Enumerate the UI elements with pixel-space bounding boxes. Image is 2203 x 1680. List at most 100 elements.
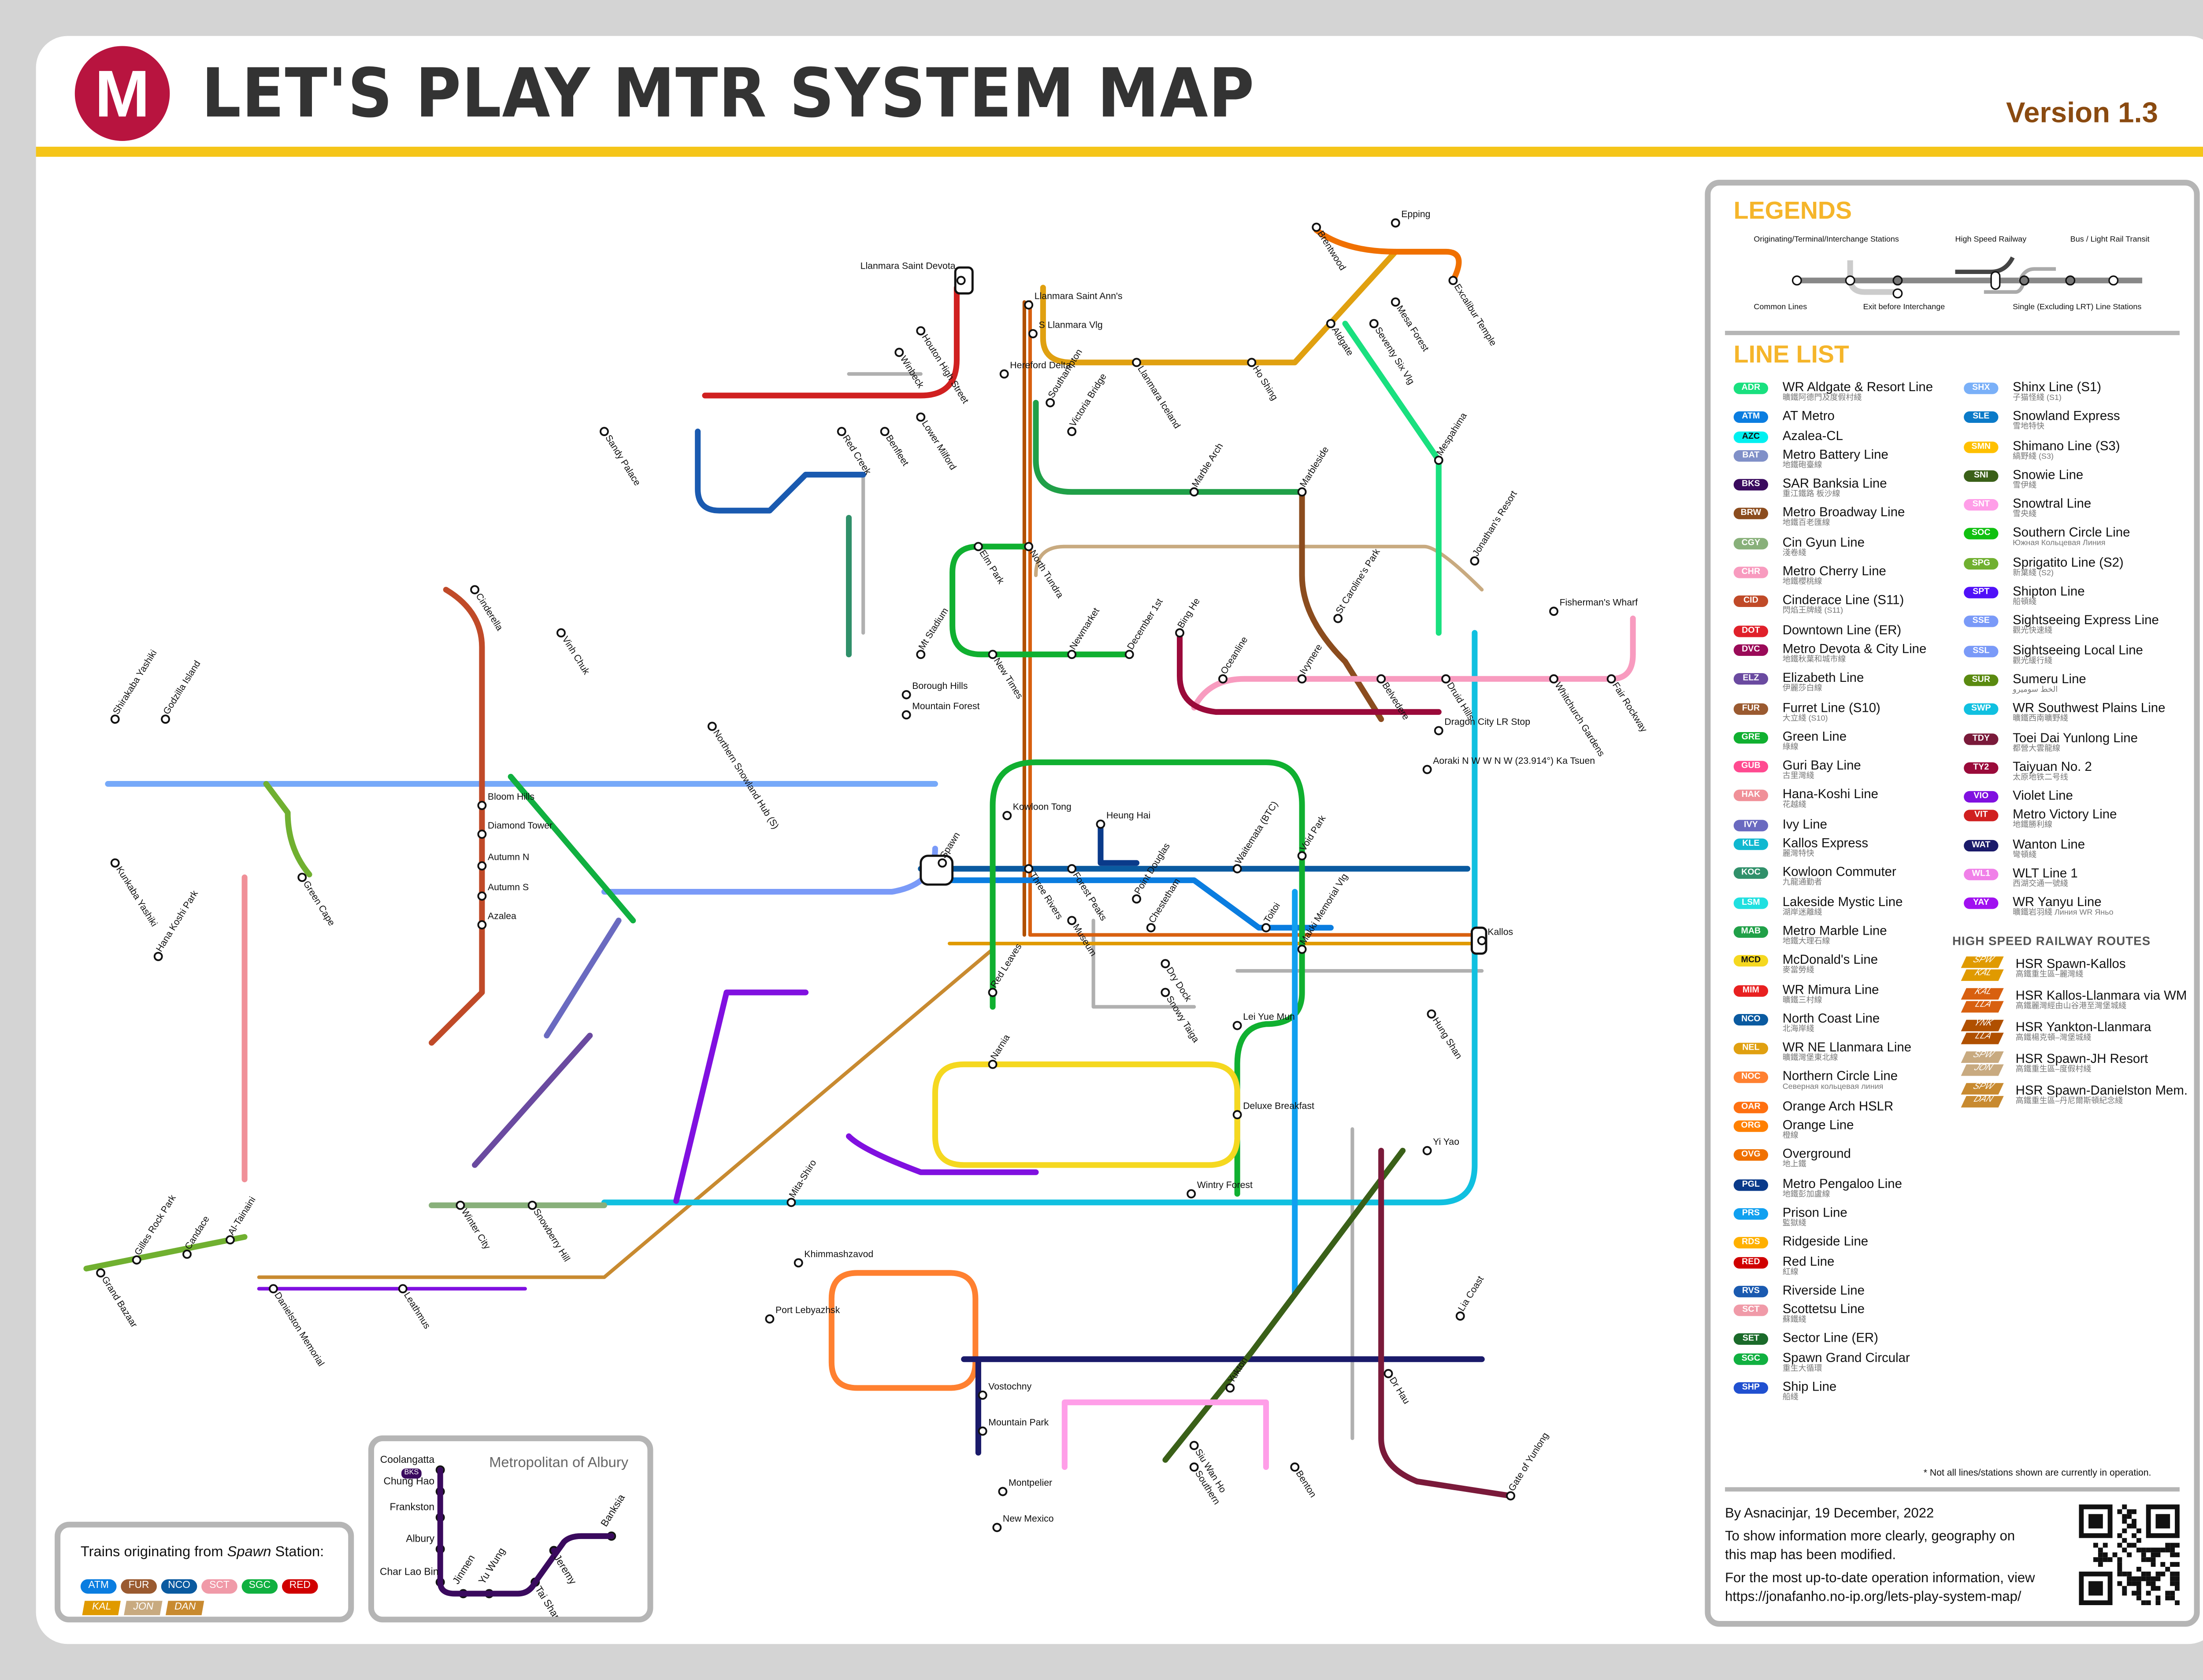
- hsr-pill[interactable]: JON: [124, 1601, 163, 1615]
- station-label[interactable]: Aoraki N W W N W (23.914°) Ka Tsuen: [1433, 756, 1595, 767]
- station-marker[interactable]: [1175, 628, 1184, 638]
- station-marker[interactable]: [1161, 988, 1170, 997]
- station-marker[interactable]: [1391, 218, 1400, 228]
- station-label[interactable]: Dragon City LR Stop: [1444, 718, 1531, 728]
- station-label[interactable]: Llanmara Saint Devota: [860, 262, 956, 272]
- station-marker[interactable]: [1333, 614, 1343, 623]
- station-marker[interactable]: [527, 1200, 537, 1210]
- qr-code[interactable]: [2079, 1504, 2180, 1606]
- station-marker[interactable]: [1232, 1021, 1242, 1030]
- station-marker[interactable]: [1427, 1009, 1436, 1019]
- station-marker[interactable]: [1187, 1189, 1196, 1199]
- station-marker[interactable]: [1549, 607, 1558, 616]
- station-marker[interactable]: [1261, 923, 1271, 933]
- station-marker[interactable]: [956, 276, 966, 285]
- station-label[interactable]: Heung Hai: [1106, 811, 1151, 821]
- station-label[interactable]: Epping: [1401, 210, 1431, 220]
- station-marker[interactable]: [794, 1258, 803, 1268]
- station-label[interactable]: Autumn N: [487, 853, 530, 863]
- station-label[interactable]: Llanmara Saint Ann's: [1034, 292, 1123, 302]
- station-marker[interactable]: [1297, 487, 1307, 497]
- station-marker[interactable]: [1067, 427, 1077, 437]
- station-marker[interactable]: [1124, 650, 1134, 659]
- station-marker[interactable]: [916, 650, 926, 659]
- station-marker[interactable]: [938, 858, 947, 868]
- station-label[interactable]: Azalea: [487, 912, 516, 922]
- station-marker[interactable]: [225, 1235, 235, 1245]
- station-marker[interactable]: [110, 858, 120, 868]
- station-marker[interactable]: [1297, 674, 1307, 684]
- station-marker[interactable]: [110, 714, 120, 724]
- albury-station-label[interactable]: Albury: [406, 1535, 435, 1545]
- station-marker[interactable]: [132, 1255, 141, 1265]
- station-marker[interactable]: [1422, 1146, 1432, 1155]
- station-marker[interactable]: [880, 427, 890, 437]
- station-marker[interactable]: [1297, 851, 1307, 861]
- station-label[interactable]: Fisherman's Wharf: [1559, 598, 1638, 609]
- line-pill[interactable]: SCT: [201, 1579, 237, 1594]
- station-marker[interactable]: [1161, 959, 1170, 969]
- station-marker[interactable]: [1247, 358, 1257, 367]
- station-label[interactable]: Mountain Forest: [912, 702, 980, 712]
- hsr-pill[interactable]: DAN: [165, 1601, 204, 1615]
- station-marker[interactable]: [96, 1268, 106, 1278]
- station-marker[interactable]: [1067, 916, 1077, 925]
- station-marker[interactable]: [1369, 319, 1379, 329]
- line-pill[interactable]: ATM: [80, 1579, 117, 1594]
- station-marker[interactable]: [477, 801, 487, 810]
- station-label[interactable]: Kowloon Tong: [1012, 803, 1072, 813]
- station-marker[interactable]: [1606, 674, 1616, 684]
- line-pill[interactable]: SGC: [241, 1579, 278, 1594]
- station-marker[interactable]: [1024, 300, 1034, 310]
- station-marker[interactable]: [182, 1249, 192, 1259]
- station-marker[interactable]: [1189, 1462, 1199, 1472]
- station-marker[interactable]: [1434, 726, 1443, 736]
- station-label[interactable]: Diamond Tower: [487, 821, 553, 832]
- station-marker[interactable]: [988, 650, 998, 659]
- station-marker[interactable]: [1002, 810, 1012, 820]
- station-marker[interactable]: [1448, 276, 1458, 285]
- station-marker[interactable]: [707, 722, 717, 731]
- station-marker[interactable]: [398, 1284, 408, 1294]
- station-marker[interactable]: [978, 1426, 987, 1436]
- station-marker[interactable]: [978, 1390, 987, 1400]
- station-marker[interactable]: [786, 1198, 796, 1207]
- station-marker[interactable]: [470, 585, 479, 595]
- albury-station-label[interactable]: Frankston: [389, 1503, 435, 1513]
- albury-station-label[interactable]: Chung Hao: [383, 1477, 435, 1488]
- station-label[interactable]: Khimmashzavod: [804, 1250, 874, 1260]
- station-marker[interactable]: [1024, 542, 1034, 551]
- station-marker[interactable]: [998, 1487, 1008, 1496]
